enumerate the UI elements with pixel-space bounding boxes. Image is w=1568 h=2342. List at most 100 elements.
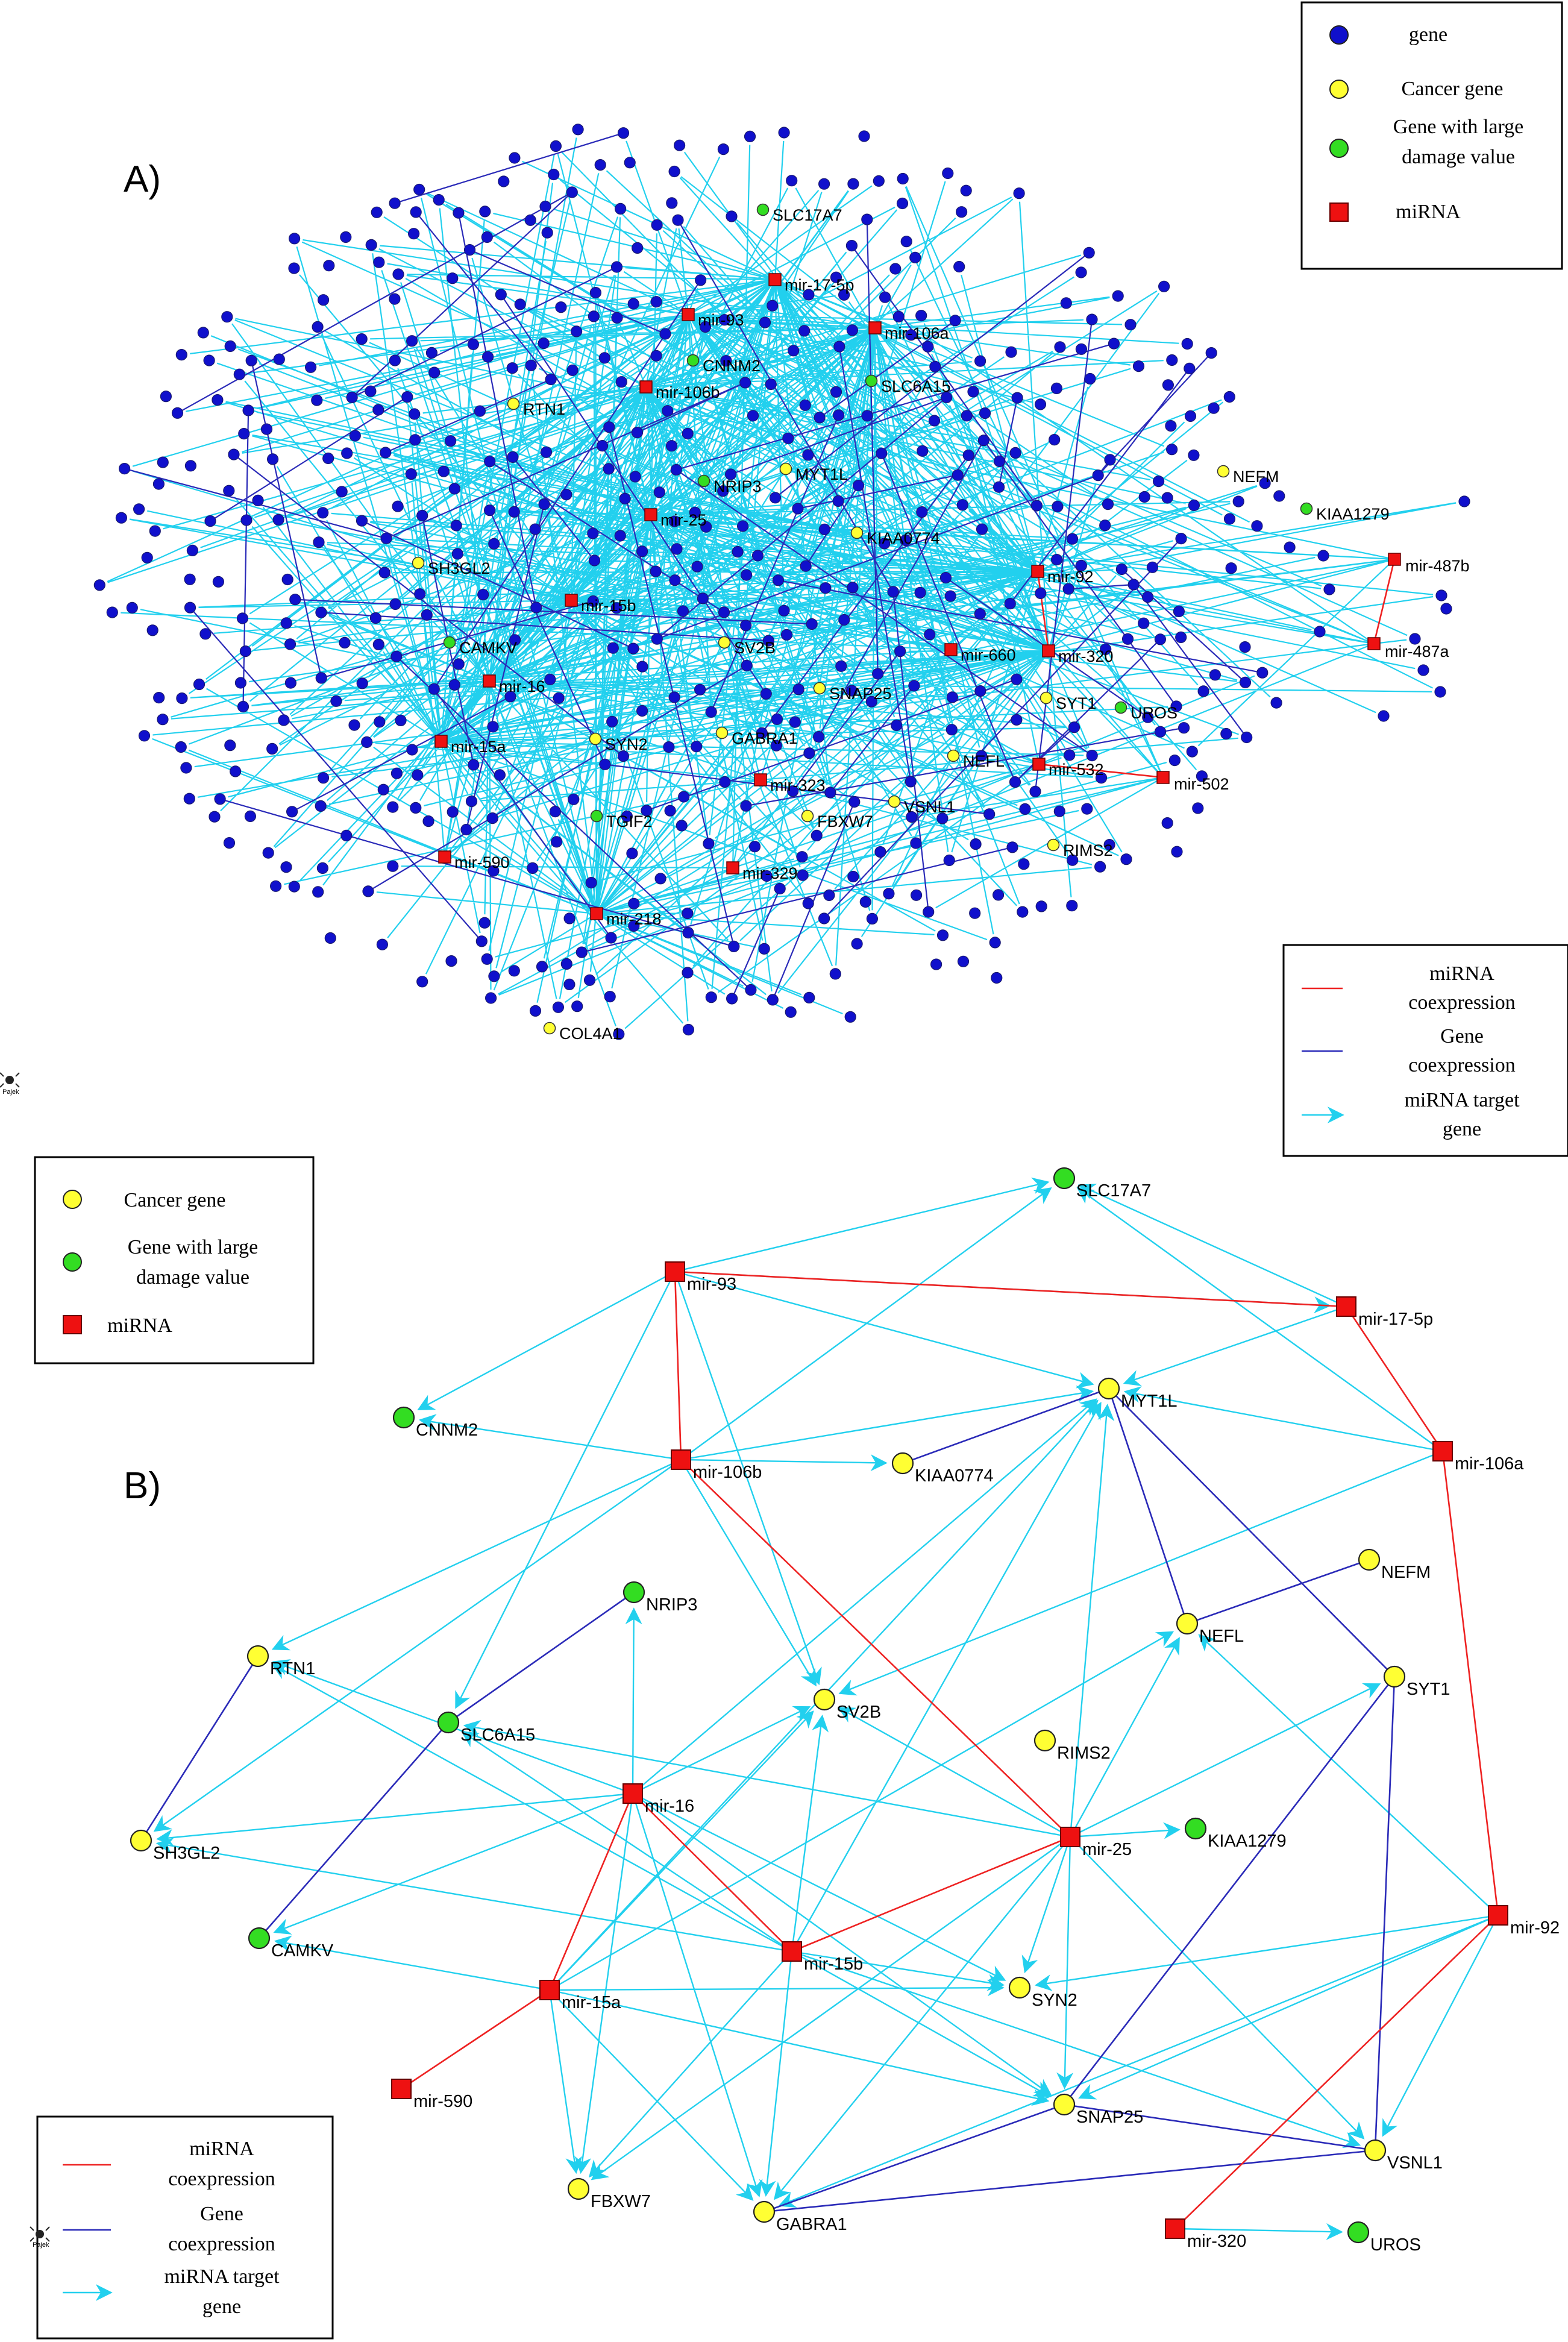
legend-b-edge-label-0-1: coexpression bbox=[168, 2168, 275, 2190]
gene-node bbox=[1435, 589, 1447, 601]
gene-node bbox=[583, 974, 596, 986]
target-edge-mir-106a-sv2b bbox=[838, 1450, 1443, 1696]
node-label-mir-660: mir-660 bbox=[961, 646, 1016, 664]
gene-node bbox=[726, 993, 738, 1005]
gene-node bbox=[662, 405, 674, 417]
gene-node bbox=[484, 456, 496, 468]
node-label-kiaa0774: KIAA0774 bbox=[915, 1466, 994, 1486]
gene-node bbox=[879, 291, 891, 303]
gene-node bbox=[740, 620, 752, 632]
gene-node bbox=[209, 811, 221, 823]
gene-node bbox=[1259, 477, 1271, 489]
node-vsnl1 bbox=[1364, 2139, 1387, 2162]
target-edge-mir-93-slc6a15 bbox=[455, 1271, 676, 1709]
node-label-kiaa1279: KIAA1279 bbox=[1208, 1832, 1287, 1851]
gene-node bbox=[865, 695, 877, 708]
gene-node bbox=[555, 301, 567, 313]
node-myt1l bbox=[1097, 1377, 1120, 1400]
gene-node bbox=[1270, 697, 1282, 709]
gene-node bbox=[917, 445, 929, 457]
gene-node bbox=[570, 325, 583, 337]
target-edge-mir-25-nefl bbox=[1069, 1637, 1180, 1838]
node-label-syn2: SYN2 bbox=[605, 735, 648, 753]
node-rtn1 bbox=[246, 1645, 269, 1668]
gene-node bbox=[874, 846, 886, 858]
gene-node bbox=[636, 661, 648, 673]
node-myt1l bbox=[779, 462, 792, 476]
node-label-tgif2: TGIF2 bbox=[606, 812, 653, 830]
gene-coexpression-edge-syt1-vsnl1 bbox=[1374, 1676, 1396, 2151]
target-edge-mir-16-gabra1 bbox=[632, 1793, 763, 2197]
gene-node bbox=[739, 377, 751, 389]
gene-node bbox=[1138, 491, 1150, 503]
gene-node bbox=[832, 409, 845, 421]
gene-node bbox=[585, 876, 597, 889]
gene-node bbox=[844, 1011, 856, 1023]
gene-node bbox=[340, 829, 353, 842]
gene-node bbox=[348, 719, 360, 731]
target-edge-mir-15a-camkv bbox=[274, 1935, 550, 1991]
gene-node bbox=[772, 574, 785, 586]
node-label-syt1: SYT1 bbox=[1406, 1680, 1450, 1699]
gene-node bbox=[604, 990, 616, 1003]
gene-node bbox=[1053, 805, 1065, 817]
gene-node bbox=[236, 612, 249, 624]
gene-node bbox=[666, 197, 678, 209]
legend-a-edge-label-2-1: gene bbox=[1443, 1118, 1481, 1140]
gene-node bbox=[682, 926, 694, 939]
gene-node bbox=[380, 447, 392, 459]
target-edge-mir-106b-cnnm2 bbox=[418, 1414, 682, 1461]
node-nrip3 bbox=[622, 1581, 645, 1604]
gene-node bbox=[977, 435, 990, 447]
target-edge-mir-15b-gabra1 bbox=[759, 1951, 793, 2197]
gene-node bbox=[1186, 746, 1198, 758]
target-edge-mir-25-syn2 bbox=[1021, 1836, 1071, 1974]
gene-node bbox=[651, 219, 663, 231]
gene-node bbox=[409, 434, 421, 446]
gene-node bbox=[744, 130, 756, 142]
node-tgif2 bbox=[590, 809, 603, 823]
gene-node bbox=[288, 262, 300, 274]
node-nefm bbox=[1217, 465, 1230, 478]
gene-coexpression-edge-kiaa0774-myt1l bbox=[902, 1387, 1109, 1465]
node-label-nefm: NEFM bbox=[1381, 1563, 1431, 1582]
gene-node bbox=[1162, 379, 1174, 391]
gene-node bbox=[1165, 444, 1178, 456]
gene-node bbox=[1323, 583, 1335, 595]
node-label-mir-15b: mir-15b bbox=[581, 597, 636, 615]
gene-node bbox=[530, 601, 542, 614]
gene-node bbox=[599, 758, 611, 770]
gene-node bbox=[1284, 541, 1296, 553]
gene-node bbox=[467, 338, 480, 350]
gene-node bbox=[1120, 853, 1132, 865]
node-label-mir-15b: mir-15b bbox=[804, 1954, 863, 1974]
node-label-uros: UROS bbox=[1370, 2235, 1421, 2255]
gene-node bbox=[238, 427, 250, 440]
mirna-node-mir-106b bbox=[639, 380, 653, 394]
watermark-text-a: Pajek bbox=[2, 1088, 19, 1096]
target-edge-mir-25-myt1l bbox=[1069, 1404, 1115, 1838]
gene-node bbox=[1092, 469, 1104, 482]
gene-node bbox=[956, 499, 968, 511]
panel-b-nodes: SLC17A7mir-93mir-17-5pCNNM2MYT1Lmir-106a… bbox=[130, 1167, 1560, 2255]
gene-node bbox=[858, 130, 870, 142]
node-sh3gl2 bbox=[412, 556, 425, 570]
gene-node bbox=[1075, 343, 1088, 355]
gene-node bbox=[991, 972, 1003, 984]
gene-node bbox=[800, 560, 812, 572]
gene-node bbox=[887, 586, 899, 598]
mirna-coexpression-edge-mir-92-mir-320 bbox=[1174, 1915, 1499, 2229]
target-edge-mir-15a-syn2 bbox=[549, 1979, 1005, 1997]
gene-node bbox=[323, 260, 335, 272]
node-gabra1 bbox=[715, 726, 729, 739]
node-cnnm2 bbox=[392, 1406, 415, 1429]
node-kiaa1279 bbox=[1184, 1817, 1207, 1840]
gene-node bbox=[748, 841, 761, 853]
node-label-rtn1: RTN1 bbox=[270, 1659, 315, 1678]
gene-node bbox=[891, 719, 903, 732]
gene-node bbox=[488, 970, 500, 982]
node-label-slc17a7: SLC17A7 bbox=[1076, 1181, 1151, 1201]
gene-node bbox=[1241, 731, 1253, 744]
pajek-spider-icon-a: Pajek bbox=[0, 1072, 20, 1096]
